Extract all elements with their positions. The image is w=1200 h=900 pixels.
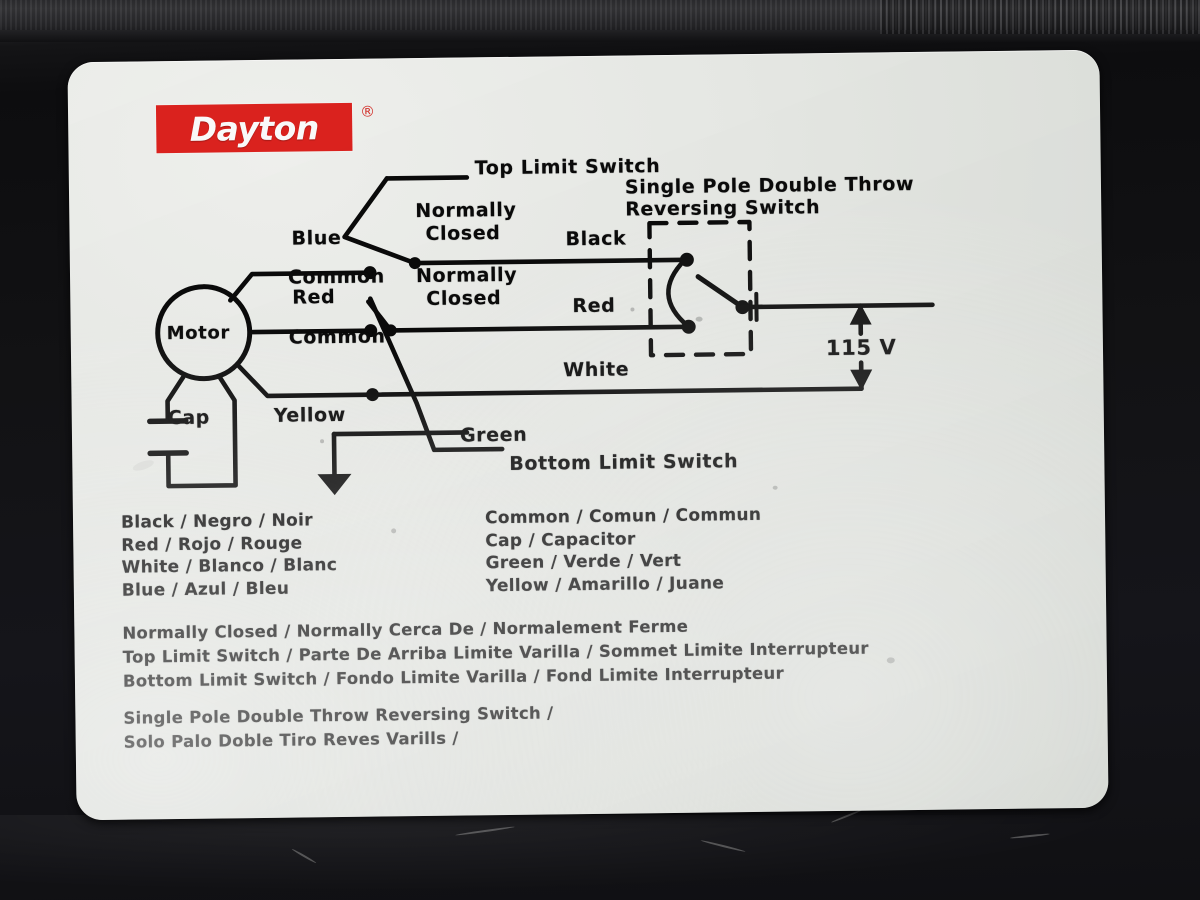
housing-light-sheen [0, 815, 1200, 900]
wire-red-right [388, 324, 690, 333]
label-spdt-line2: Reversing Switch [625, 196, 821, 221]
ground-arrow-icon [317, 473, 352, 496]
legend-glossary-block-2: Single Pole Double Throw Reversing Switc… [123, 701, 554, 754]
wire-blue-common [228, 270, 373, 303]
hot-line-to-source [740, 302, 935, 310]
wire-red-common [247, 328, 374, 335]
wire-green [331, 430, 470, 437]
spdt-throw-lever [695, 274, 745, 310]
label-speck [695, 316, 703, 322]
label-spdt-line1: Single Pole Double Throw [624, 172, 915, 199]
junction-yellow [365, 388, 379, 402]
label-cap: Cap [167, 406, 211, 430]
label-wire-green: Green [459, 423, 528, 447]
terminal-red [364, 324, 378, 338]
spdt-terminal-red [681, 319, 696, 334]
label-speck [391, 528, 397, 534]
legend-glossary-block: Normally Closed / Normally Cerca De / No… [122, 613, 869, 694]
cap-lead-right [165, 374, 238, 489]
contact-second-nc [384, 324, 397, 337]
legend-item: Blue / Azul / Bleu [121, 578, 290, 601]
label-wire-red-right: Red [572, 294, 616, 318]
label-speck [772, 485, 778, 490]
legend-item: White / Blanco / Blanc [121, 555, 338, 578]
label-red-common: Common [288, 325, 386, 349]
cap-lead-left [165, 374, 186, 424]
wire-yellow [234, 361, 864, 399]
label-bottom-limit-switch: Bottom Limit Switch [509, 450, 739, 475]
label-nc2-line1: Normally [415, 263, 518, 288]
label-nc2-line2: Closed [426, 287, 502, 310]
legend-item: Cap / Capacitor [485, 528, 636, 551]
contact-top-nc [408, 257, 421, 270]
top-limit-switch-leader [384, 175, 470, 181]
label-speck [886, 657, 895, 664]
wiring-schematic [147, 175, 935, 496]
voltage-arrow-down-icon [850, 369, 873, 391]
spdt-terminal-black [679, 252, 694, 267]
label-speck [630, 307, 635, 312]
legend-column-right: Common / Comun / Commun Cap / Capacitor … [485, 504, 762, 597]
label-motor: Motor [166, 322, 230, 345]
label-nc1-line2: Closed [425, 222, 501, 245]
label-wire-blue: Blue [291, 226, 342, 250]
legend-item: Yellow / Amarillo / Juane [485, 572, 725, 596]
housing-ridge-texture-right [880, 0, 1200, 34]
legend-column-left: Black / Negro / Noir Red / Rojo / Rouge … [121, 509, 338, 602]
top-limit-switch-arm [342, 176, 418, 266]
spdt-enclosure-box [647, 219, 754, 358]
wire-black [412, 257, 690, 266]
wiring-diagram-label: Dayton ® [67, 49, 1109, 821]
label-wire-red: Red [292, 286, 336, 309]
housing-ridge-texture [0, 0, 1200, 30]
bottom-limit-switch-leader [368, 296, 505, 453]
legend-item: Red / Rojo / Rouge [121, 532, 303, 556]
terminal-blue [363, 266, 377, 280]
spdt-common-terminal [735, 300, 750, 315]
label-voltage: 115 V [825, 335, 897, 361]
legend-item: Black / Negro / Noir [120, 510, 313, 533]
housing-top-bevel [0, 0, 1200, 42]
label-nc1-line1: Normally [415, 198, 517, 223]
label-speck [320, 439, 325, 444]
label-wire-black: Black [565, 227, 627, 251]
spdt-arc [666, 257, 691, 330]
legend-glossary-item: Solo Palo Doble Tiro Reves Varills / [123, 728, 459, 752]
legend-item: Green / Verde / Vert [485, 550, 682, 574]
label-wire-white: White [563, 358, 630, 382]
voltage-arrow-up-icon [849, 303, 872, 325]
label-wire-yellow: Yellow [273, 403, 347, 427]
legend-item: Common / Comun / Commun [484, 504, 762, 529]
label-blue-common: Common [287, 265, 385, 289]
